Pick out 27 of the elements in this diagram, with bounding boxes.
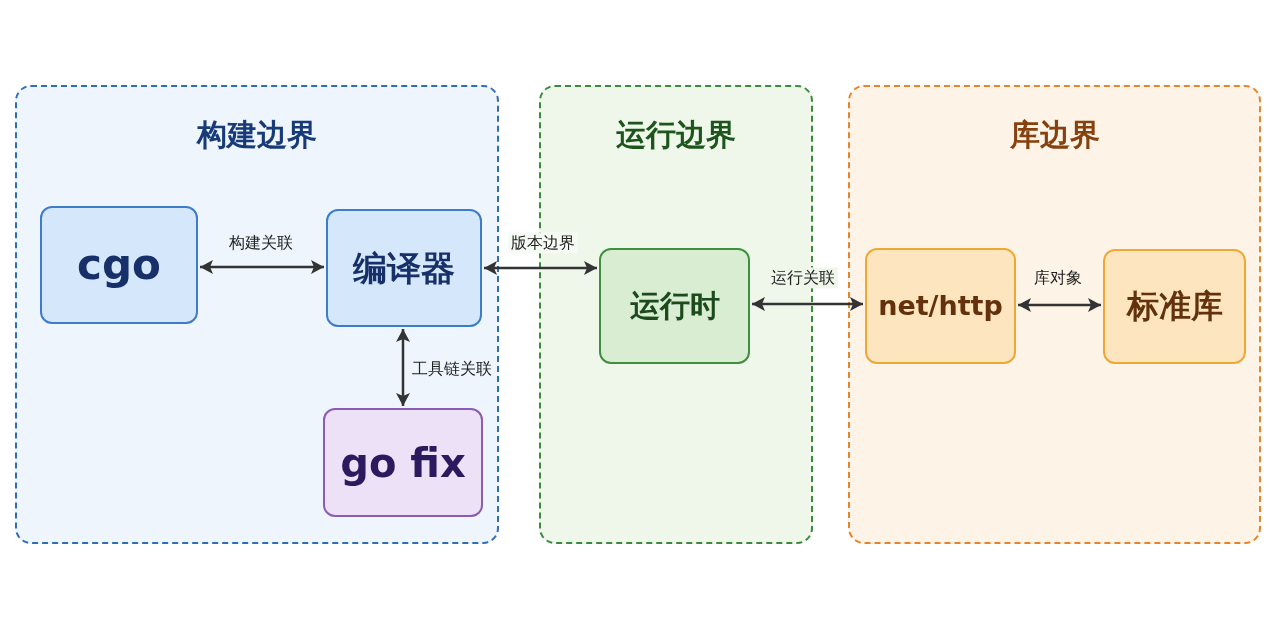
double-arrow xyxy=(1018,298,1101,312)
double-arrow xyxy=(200,260,324,274)
group-title: 运行边界 xyxy=(616,117,736,153)
component-box xyxy=(865,248,1016,364)
box-label: net/http xyxy=(878,289,1003,323)
box-label: cgo xyxy=(77,239,161,291)
edge-label: 工具链关联 xyxy=(409,358,495,380)
edge-label: 库对象 xyxy=(1031,267,1085,289)
box-label: go fix xyxy=(340,438,466,487)
double-arrow xyxy=(484,261,597,275)
box-label: 标准库 xyxy=(1126,287,1223,326)
double-arrow xyxy=(752,297,863,311)
group-title: 构建边界 xyxy=(197,117,317,153)
group-title: 库边界 xyxy=(1009,117,1100,153)
edge-label: 构建关联 xyxy=(226,232,296,254)
box-label: 运行时 xyxy=(629,288,720,324)
component-box xyxy=(599,248,750,364)
box-label: 编译器 xyxy=(353,247,455,289)
boundary-group xyxy=(15,85,499,544)
component-box xyxy=(323,408,483,517)
boundary-group xyxy=(848,85,1261,544)
double-arrow xyxy=(396,329,410,406)
component-box xyxy=(1103,249,1246,364)
edge-label: 运行关联 xyxy=(768,267,838,289)
edge-label: 版本边界 xyxy=(508,232,578,254)
component-box xyxy=(326,209,482,327)
component-box xyxy=(40,206,198,324)
